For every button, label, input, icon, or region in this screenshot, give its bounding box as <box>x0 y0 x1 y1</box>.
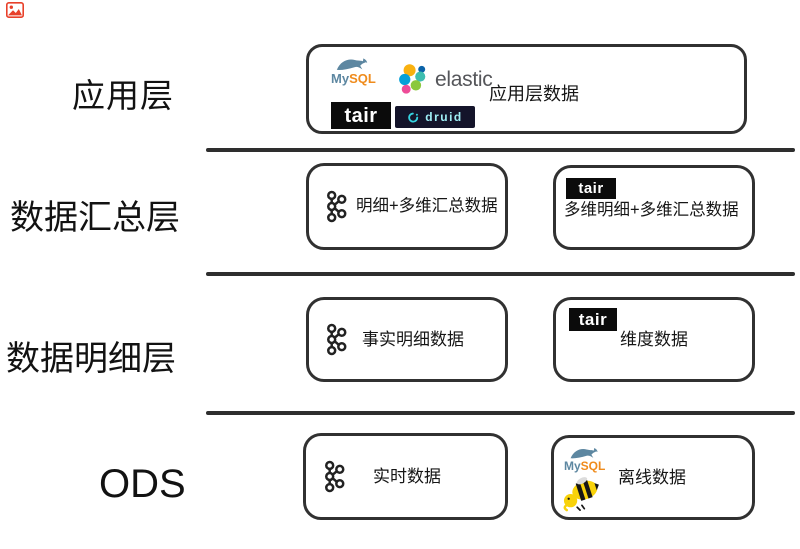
layer-label-ods: ODS <box>99 462 186 506</box>
box-label-detail-plus-summary: 明细+多维汇总数据 <box>356 197 498 216</box>
kafka-icon <box>327 190 347 223</box>
mysql-dolphin-icon <box>570 448 598 459</box>
node-box-realtime: 实时数据 <box>303 433 508 520</box>
layer-label-application: 应用层 <box>72 77 174 114</box>
layer-label-detail: 数据明细层 <box>6 340 176 378</box>
node-box-offline: MySQL 离线数据 <box>551 435 755 520</box>
mysql-logo: MySQL <box>331 57 376 85</box>
broken-image-icon <box>6 2 24 18</box>
kafka-icon <box>325 460 345 493</box>
node-box-dimension: tair 维度数据 <box>553 297 755 382</box>
box-label-fact-detail: 事实明细数据 <box>362 329 464 349</box>
node-box-multidim-summary: tair 多维明细+多维汇总数据 <box>553 165 755 250</box>
box-label-multidim-summary: 多维明细+多维汇总数据 <box>564 201 739 219</box>
druid-logo: druid <box>395 106 475 128</box>
mysql-wordmark: MySQL <box>331 71 376 86</box>
elastic-wordmark: elastic <box>435 67 493 91</box>
tair-logo: tair <box>331 102 391 129</box>
node-box-application-data: MySQL elastic tair druid 应用层数据 <box>306 44 747 134</box>
layer-label-summary: 数据汇总层 <box>10 199 180 237</box>
elastic-cluster-icon <box>399 64 426 94</box>
tair-logo: tair <box>569 308 617 331</box>
box-label-application-data: 应用层数据 <box>489 84 579 104</box>
mysql-logo: MySQL <box>564 447 605 472</box>
divider-2 <box>206 272 795 276</box>
mysql-wordmark: MySQL <box>564 459 606 473</box>
node-box-detail-plus-summary: 明细+多维汇总数据 <box>306 163 508 250</box>
mysql-dolphin-icon <box>337 58 368 70</box>
box-label-dimension: 维度数据 <box>620 330 688 349</box>
box-label-realtime: 实时数据 <box>373 466 441 486</box>
box-label-offline: 离线数据 <box>618 468 686 487</box>
tair-logo: tair <box>566 178 616 199</box>
kafka-icon <box>327 323 347 356</box>
druid-swirl-icon <box>408 112 419 123</box>
elastic-logo: elastic <box>397 63 493 95</box>
hive-logo <box>563 477 599 512</box>
node-box-fact-detail: 事实明细数据 <box>306 297 508 382</box>
divider-1 <box>206 148 795 152</box>
divider-3 <box>206 411 795 415</box>
